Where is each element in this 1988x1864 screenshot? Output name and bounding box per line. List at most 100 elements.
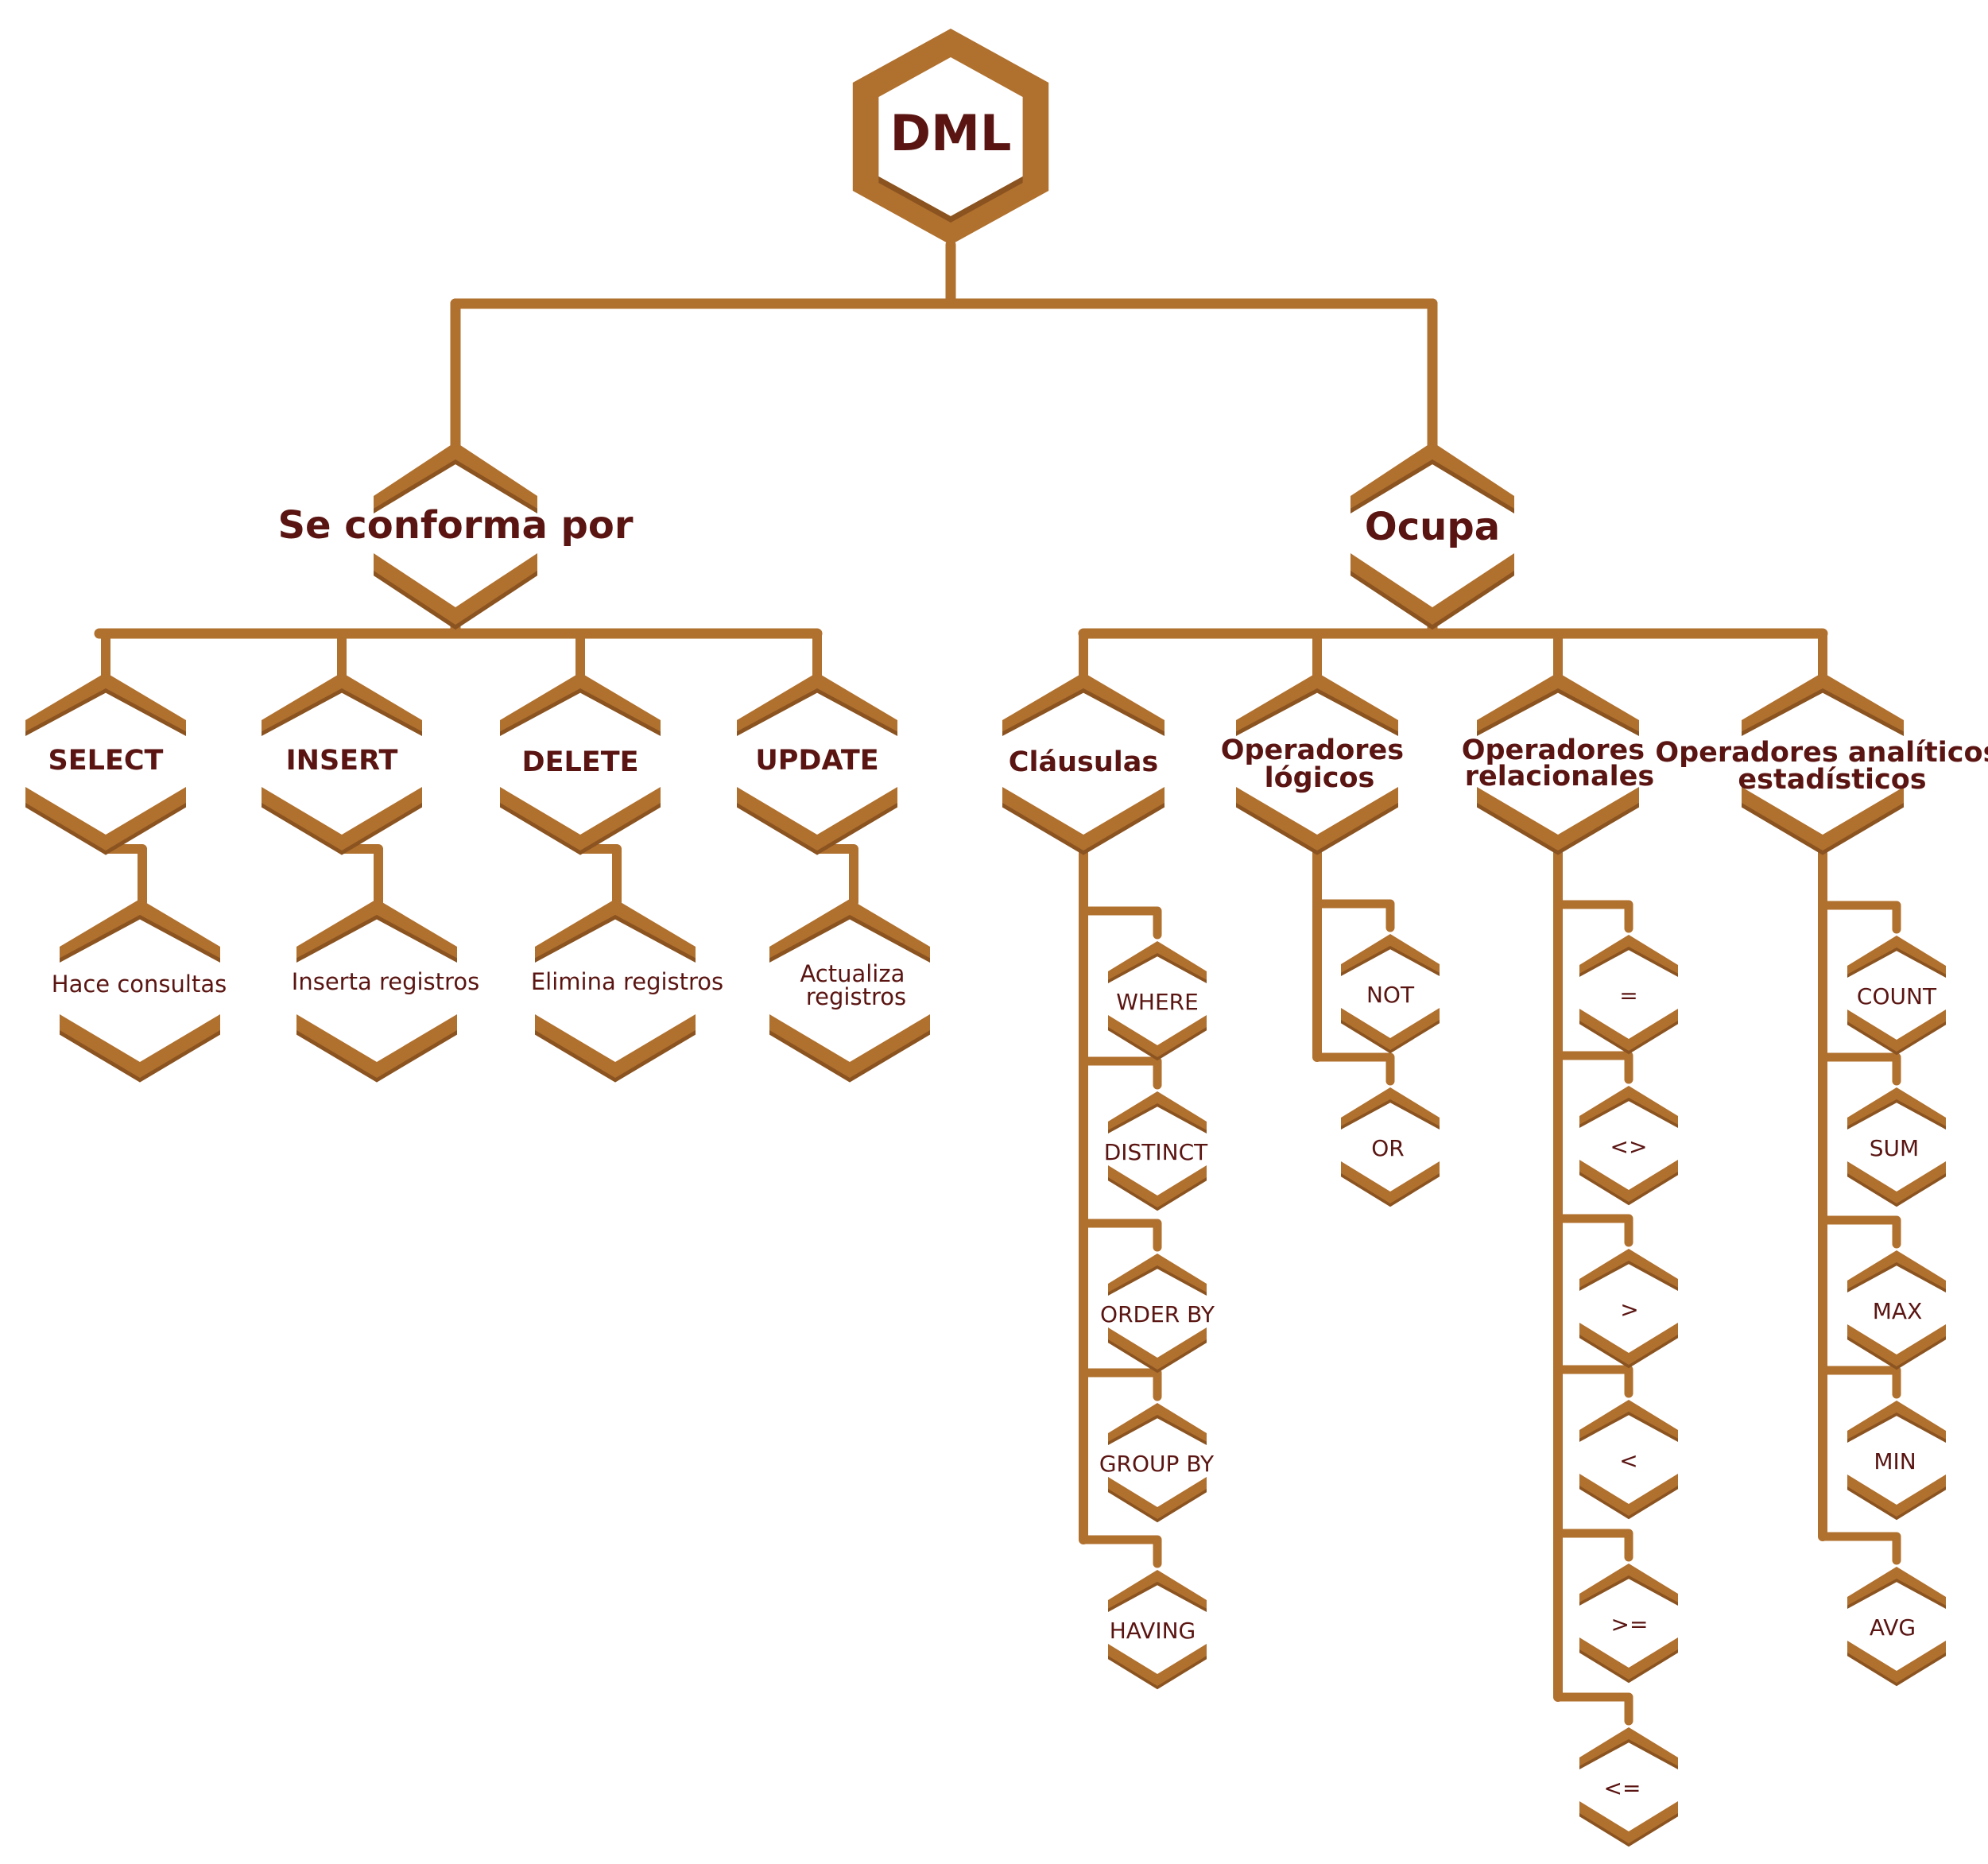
node-item-operadores-logicos-0-bottom-chevron: [1341, 1008, 1440, 1050]
node-item-operadores-relacionales-1-bottom-chevron: [1579, 1160, 1678, 1202]
node-command-select-top-chevron: [25, 672, 186, 732]
connector-item-operadores-logicos-0: [1312, 899, 1395, 932]
node-category-operadores-analiticos-bottom-chevron: [1742, 787, 1904, 851]
command-label-update: UPDATE: [755, 745, 878, 777]
node-item-operadores-analiticos-4-bottom-chevron: [1847, 1641, 1946, 1683]
connector-item-operadores-analiticos-0: [1818, 901, 1901, 934]
category-label-operadores-relacionales: Operadores relacionales: [1462, 734, 1655, 792]
node-item-operadores-analiticos-2-top-chevron: [1847, 1250, 1946, 1289]
node-item-operadores-analiticos-1-top-chevron: [1847, 1087, 1946, 1126]
node-description-select-top-chevron: [60, 899, 220, 959]
item-distinct: DISTINCT: [1104, 1139, 1208, 1165]
branch-label-se-conforma-por: Se conforma por: [277, 503, 633, 548]
connector-item-operadores-relacionales-5: [1553, 1692, 1633, 1726]
node-item-clausulas-4-top-chevron: [1108, 1570, 1207, 1609]
connector-item-operadores-analiticos-2: [1818, 1215, 1901, 1249]
node-description-insert-top-chevron: [296, 899, 457, 959]
category-label-operadores-analiticos-line2: estadísticos: [1738, 764, 1926, 796]
node-item-operadores-relacionales-5-bottom-chevron: [1579, 1801, 1678, 1843]
connector-item-clausulas-3: [1079, 1368, 1162, 1401]
node-item-operadores-relacionales-2-top-chevron: [1579, 1249, 1678, 1288]
node-item-clausulas-0-top-chevron: [1108, 941, 1207, 980]
connector-item-clausulas-1: [1079, 1056, 1162, 1090]
description-insert: Inserta registros: [292, 968, 479, 995]
item-not: NOT: [1366, 982, 1415, 1008]
item-avg: AVG: [1870, 1614, 1916, 1641]
node-category-operadores-logicos-bottom-chevron: [1236, 787, 1398, 851]
node-description-select-bottom-chevron: [60, 1014, 220, 1078]
category-label-operadores-logicos-line1: Operadores: [1221, 734, 1404, 766]
node-command-update-top-chevron: [737, 672, 897, 732]
node-item-operadores-logicos-1-bottom-chevron: [1341, 1161, 1440, 1203]
connector-item-operadores-analiticos-3: [1818, 1366, 1901, 1399]
connector-item-operadores-relacionales-0: [1553, 900, 1633, 933]
connectors: [94, 239, 1901, 1726]
connector-item-clausulas-2: [1079, 1219, 1162, 1252]
node-item-clausulas-2-bottom-chevron: [1108, 1327, 1207, 1370]
connector-description-update: [812, 844, 858, 907]
connector-item-operadores-logicos-1: [1312, 1052, 1395, 1086]
command-label-insert: INSERT: [286, 745, 398, 777]
item-count: COUNT: [1857, 983, 1937, 1010]
category-label-operadores-analiticos: Operadores analíticos estadísticos: [1655, 737, 1988, 796]
node-item-operadores-relacionales-0-top-chevron: [1579, 935, 1678, 974]
category-label-operadores-logicos: Operadores lógicos: [1221, 734, 1414, 794]
node-description-insert-bottom-chevron: [296, 1014, 457, 1078]
node-item-operadores-logicos-1-top-chevron: [1341, 1087, 1440, 1126]
node-item-operadores-relacionales-4-bottom-chevron: [1579, 1637, 1678, 1680]
description-update-line1: Actualiza: [800, 960, 905, 987]
category-label-operadores-relacionales-line1: Operadores: [1462, 734, 1645, 766]
item-or: OR: [1371, 1135, 1405, 1161]
connector-item-operadores-relacionales-1: [1553, 1051, 1633, 1084]
node-ocupa-bottom-chevron: [1351, 553, 1514, 625]
command-label-select: SELECT: [48, 745, 164, 777]
item-min: MIN: [1874, 1448, 1916, 1475]
category-label-operadores-analiticos-line1: Operadores analíticos: [1655, 737, 1988, 769]
node-command-insert-top-chevron: [262, 672, 422, 732]
node-item-operadores-analiticos-3-bottom-chevron: [1847, 1475, 1946, 1517]
item-sum: SUM: [1870, 1135, 1919, 1161]
node-item-operadores-relacionales-4-top-chevron: [1579, 1564, 1678, 1602]
node-item-operadores-relacionales-0-bottom-chevron: [1579, 1009, 1678, 1051]
connector-item-operadores-relacionales-4: [1553, 1529, 1633, 1562]
root-label: DML: [890, 104, 1012, 162]
node-item-clausulas-1-bottom-chevron: [1108, 1165, 1207, 1207]
node-item-clausulas-2-top-chevron: [1108, 1254, 1207, 1292]
node-item-clausulas-4-bottom-chevron: [1108, 1644, 1207, 1686]
item-max: MAX: [1873, 1298, 1923, 1324]
node-item-clausulas-3-bottom-chevron: [1108, 1477, 1207, 1519]
connector-item-clausulas-0: [1079, 906, 1162, 940]
command-label-delete: DELETE: [522, 746, 639, 778]
item-greater: >: [1620, 1296, 1638, 1323]
connector-item-operadores-relacionales-2: [1553, 1214, 1633, 1247]
node-item-operadores-relacionales-3-bottom-chevron: [1579, 1474, 1678, 1516]
node-item-operadores-relacionales-2-bottom-chevron: [1579, 1323, 1678, 1365]
description-update: Actualiza registros: [800, 960, 912, 1010]
node-category-operadores-relacionales-bottom-chevron: [1477, 787, 1639, 851]
node-item-operadores-analiticos-0-bottom-chevron: [1847, 1010, 1946, 1052]
node-category-operadores-relacionales-top-chevron: [1477, 672, 1639, 732]
node-item-operadores-analiticos-4-top-chevron: [1847, 1567, 1946, 1606]
node-item-clausulas-1-top-chevron: [1108, 1091, 1207, 1130]
item-group-by: GROUP BY: [1099, 1451, 1215, 1477]
node-ocupa-top-chevron: [1351, 442, 1514, 509]
description-update-line2: registros: [806, 983, 906, 1010]
node-item-clausulas-3-top-chevron: [1108, 1403, 1207, 1442]
node-item-operadores-analiticos-1-bottom-chevron: [1847, 1161, 1946, 1203]
node-category-operadores-logicos-top-chevron: [1236, 672, 1398, 732]
description-delete: Elimina registros: [531, 968, 723, 995]
item-greater-equal: >=: [1611, 1611, 1649, 1637]
node-category-operadores-analiticos-top-chevron: [1742, 672, 1904, 732]
node-item-clausulas-0-bottom-chevron: [1108, 1015, 1207, 1057]
item-where: WHERE: [1116, 989, 1199, 1015]
node-command-delete-top-chevron: [500, 672, 661, 732]
node-command-select-bottom-chevron: [25, 787, 186, 851]
node-se-conforma-por-bottom-chevron: [374, 553, 537, 625]
node-item-operadores-relacionales-3-top-chevron: [1579, 1400, 1678, 1439]
node-se-conforma-por-top-chevron: [374, 442, 537, 509]
item-equal: =: [1619, 982, 1637, 1009]
node-category-clausulas-top-chevron: [1002, 672, 1165, 732]
connector-item-operadores-analiticos-1: [1818, 1052, 1901, 1086]
node-description-update-top-chevron: [769, 899, 930, 959]
connector-description-delete: [575, 844, 622, 907]
